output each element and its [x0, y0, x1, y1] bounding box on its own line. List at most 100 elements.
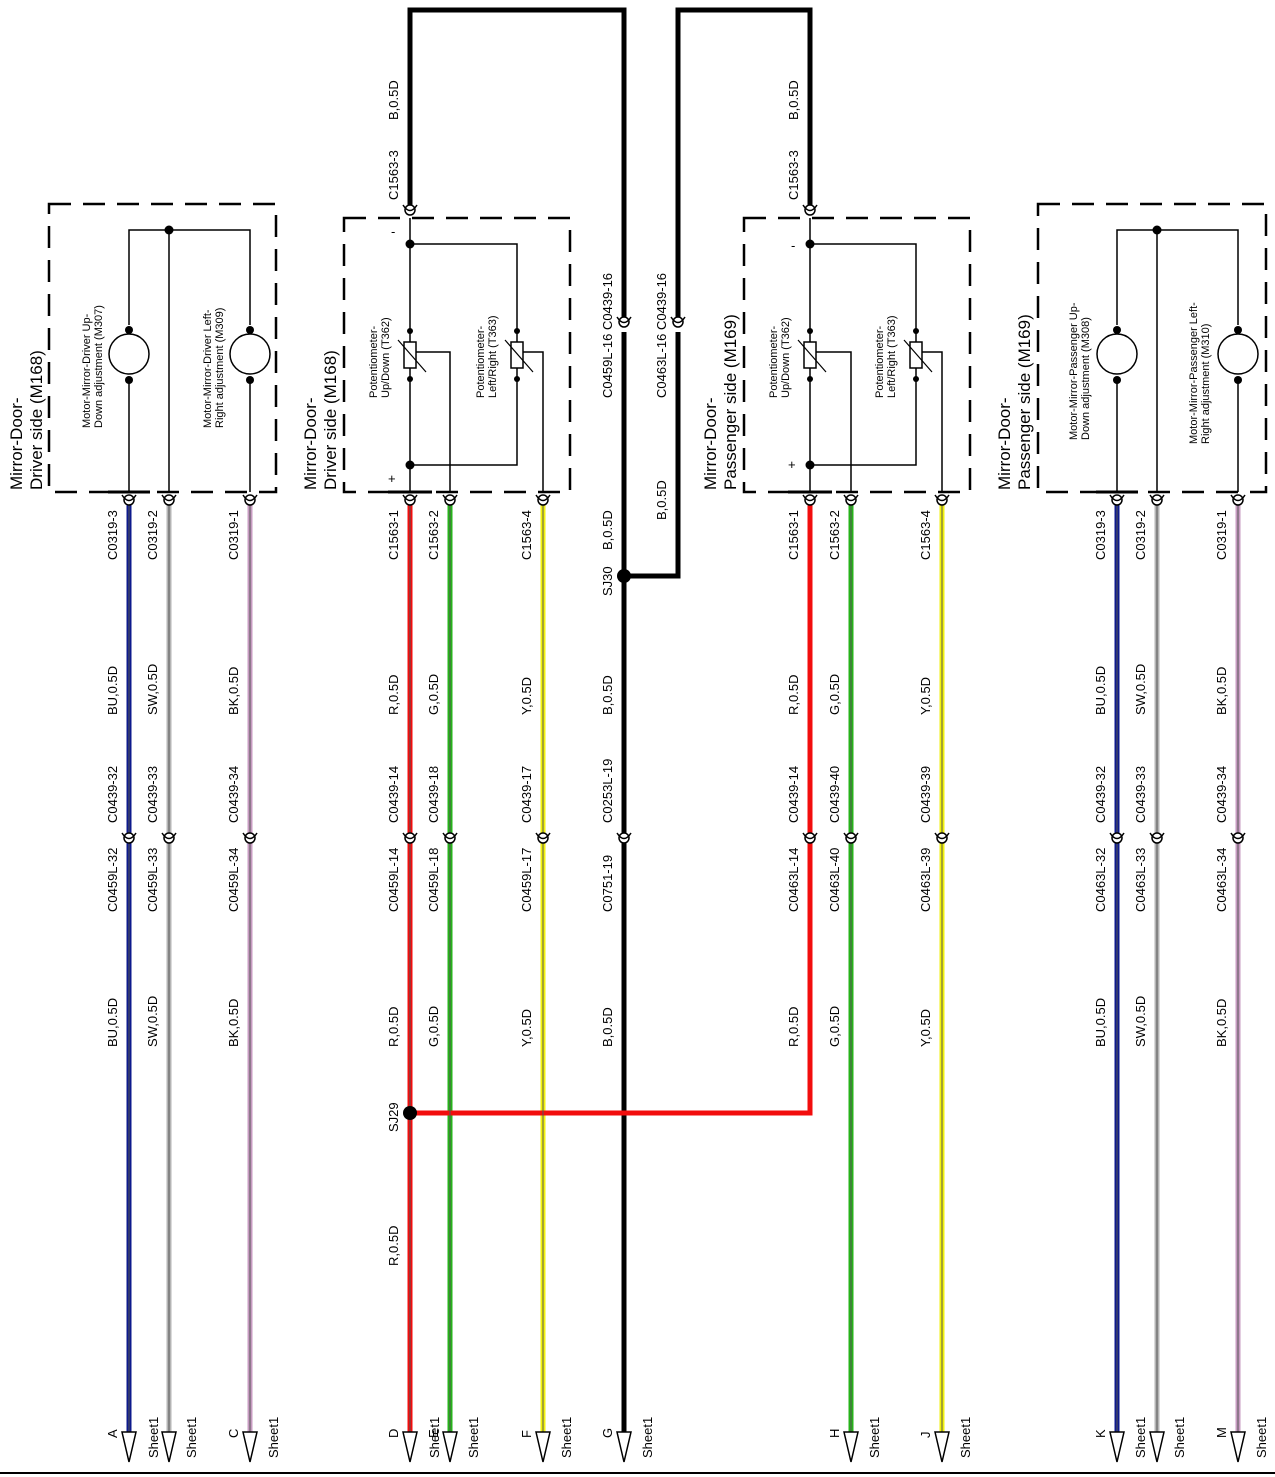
- m169-pots-title-1: Mirror-Door-: [701, 397, 720, 490]
- box-m168-motors: [47, 202, 278, 494]
- connector-icon-cup: [402, 832, 418, 840]
- wire-c-spec-1: BK,0.5D: [226, 667, 241, 715]
- connector-icon-cup: [121, 494, 137, 502]
- box-m169-pots: [742, 216, 972, 494]
- connector-icon: [802, 204, 818, 216]
- wire-f-spec-1: Y,0.5D: [519, 677, 534, 715]
- wire-b-pin: C0319-2: [145, 510, 160, 560]
- m168-motors-title-1: Mirror-Door-: [7, 397, 26, 490]
- wire-k-spec-1: BU,0.5D: [1093, 666, 1108, 715]
- wire-c-letter: C: [226, 1429, 241, 1438]
- connector-icon-cup: [121, 832, 137, 840]
- connector-icon-cup: [1230, 832, 1246, 840]
- pot-terminal-icon: [514, 328, 520, 334]
- connector-icon: [670, 316, 686, 328]
- motor-m309-body-icon: [229, 333, 271, 375]
- top-right-pin-label: C1563-3: [786, 150, 801, 200]
- wire-f-sheet: Sheet1: [559, 1417, 574, 1458]
- junction-dot-icon: [405, 239, 415, 249]
- wire-a-spec-1: BU,0.5D: [105, 666, 120, 715]
- pot-resistor-icon: [403, 341, 417, 369]
- m168-motor-common: [128, 229, 251, 325]
- connector-icon-cup: [161, 494, 177, 502]
- potentiometer-t362-icon: [397, 328, 427, 382]
- connector-icon-cup: [1149, 494, 1165, 502]
- connector-icon: [242, 494, 258, 506]
- junction-dot-icon: [805, 460, 815, 470]
- connector-icon-cup: [843, 832, 859, 840]
- m168-pot2-bottom: [410, 368, 518, 466]
- arrow-down-icon: [121, 1431, 137, 1463]
- connector-icon: [402, 204, 418, 216]
- wire-j-conn-top: C0439-39: [918, 766, 933, 823]
- motor-m307-label-1: Motor-Mirror-Driver Up-: [81, 313, 93, 428]
- wire-g-letter: G: [600, 1428, 615, 1438]
- motor-m307-label-2: Down adjustment (M307): [93, 305, 105, 428]
- wire-j-sheet: Sheet1: [958, 1417, 973, 1458]
- motor-m309-label-1: Motor-Mirror-Driver Left-: [202, 309, 214, 428]
- wire-red-right-spec-1: R,0.5D: [786, 675, 801, 715]
- wire-m-pin: C0319-1: [1214, 510, 1229, 560]
- connector-icon-cup: [442, 494, 458, 502]
- motor-m310-body-icon: [1217, 333, 1259, 375]
- connector-icon-cup: [802, 494, 818, 502]
- arrow-down-icon: [934, 1431, 950, 1463]
- wire-d-sheet: Sheet1: [427, 1417, 442, 1458]
- motor-terminal-icon: [125, 376, 133, 384]
- wire-f-conn-top: C0439-17: [519, 766, 534, 823]
- pot-t363-label-2: Left/Right (T363): [886, 315, 898, 398]
- wire-l-conn-top: C0439-33: [1133, 766, 1148, 823]
- wire-k-conn-bot: C0463L-32: [1093, 848, 1108, 912]
- top-right-wire-label: B,0.5D: [786, 80, 801, 120]
- connector-icon-cup: [402, 204, 418, 212]
- m169-pots-title-2: Passenger side (M169): [721, 314, 740, 490]
- wire-red-right-conn-bot: C0463L-14: [786, 848, 801, 912]
- m169-motor-common: [1116, 229, 1239, 325]
- pot-t363-label-1: Potentiometer-: [874, 326, 886, 398]
- pot-terminal-icon: [407, 376, 413, 382]
- potentiometer-t363-icon: [504, 328, 534, 382]
- connector-icon: [442, 832, 458, 844]
- connector-icon: [934, 494, 950, 506]
- connector-icon: [1109, 494, 1125, 506]
- connector-icon-cup: [670, 316, 686, 324]
- wire-center-lines: [128, 500, 1239, 1432]
- top-loop-left: [407, 7, 627, 318]
- motor-terminal-icon: [246, 326, 254, 334]
- wire-h-conn-top: C0439-40: [827, 766, 842, 823]
- m169-pot2-top: [810, 243, 917, 342]
- wire-h-spec-2: G,0.5D: [827, 1006, 842, 1047]
- wire-d-pin: C1563-1: [386, 510, 401, 560]
- connector-icon: [242, 832, 258, 844]
- wire-g-spec-2: B,0.5D: [600, 1007, 615, 1047]
- connector-icon: [1230, 832, 1246, 844]
- pot-resistor-icon: [803, 341, 817, 369]
- wire-l-sheet: Sheet1: [1172, 1417, 1187, 1458]
- wire-g-spec-1: B,0.5D: [600, 510, 615, 550]
- connector-icon: [161, 832, 177, 844]
- m168-pot2-wiper: [523, 351, 544, 492]
- pin-plus-label: +: [388, 471, 396, 486]
- connector-icon-cup: [934, 832, 950, 840]
- potentiometer-t362-icon: [797, 328, 827, 382]
- connector-icon-cup: [802, 832, 818, 840]
- wire-h-pin: C1563-2: [827, 510, 842, 560]
- wire-m-conn-top: C0439-34: [1214, 766, 1229, 823]
- junction-dot-icon: [805, 239, 815, 249]
- connector-icon: [1149, 832, 1165, 844]
- wire-k-pin: C0319-3: [1093, 510, 1108, 560]
- offsheet-arrows: [121, 1431, 1246, 1463]
- arrow-down-icon: [242, 1431, 258, 1463]
- motor-m307-body-icon: [108, 333, 150, 375]
- connector-icon-cup: [535, 494, 551, 502]
- colored-wires: [126, 500, 1241, 1432]
- connector-icon: [616, 316, 632, 328]
- connector-icon-cup: [802, 204, 818, 212]
- wire-e-spec-2: G,0.5D: [426, 1006, 441, 1047]
- pot-terminal-icon: [807, 376, 813, 382]
- connector-icon: [402, 494, 418, 506]
- component-boxes: [47, 202, 1268, 494]
- motor-m308-label-1: Motor-Mirror-Passenger Up-: [1068, 302, 1080, 440]
- junction-dot-icon: [1152, 225, 1162, 235]
- arrow-down-icon: [1149, 1431, 1165, 1463]
